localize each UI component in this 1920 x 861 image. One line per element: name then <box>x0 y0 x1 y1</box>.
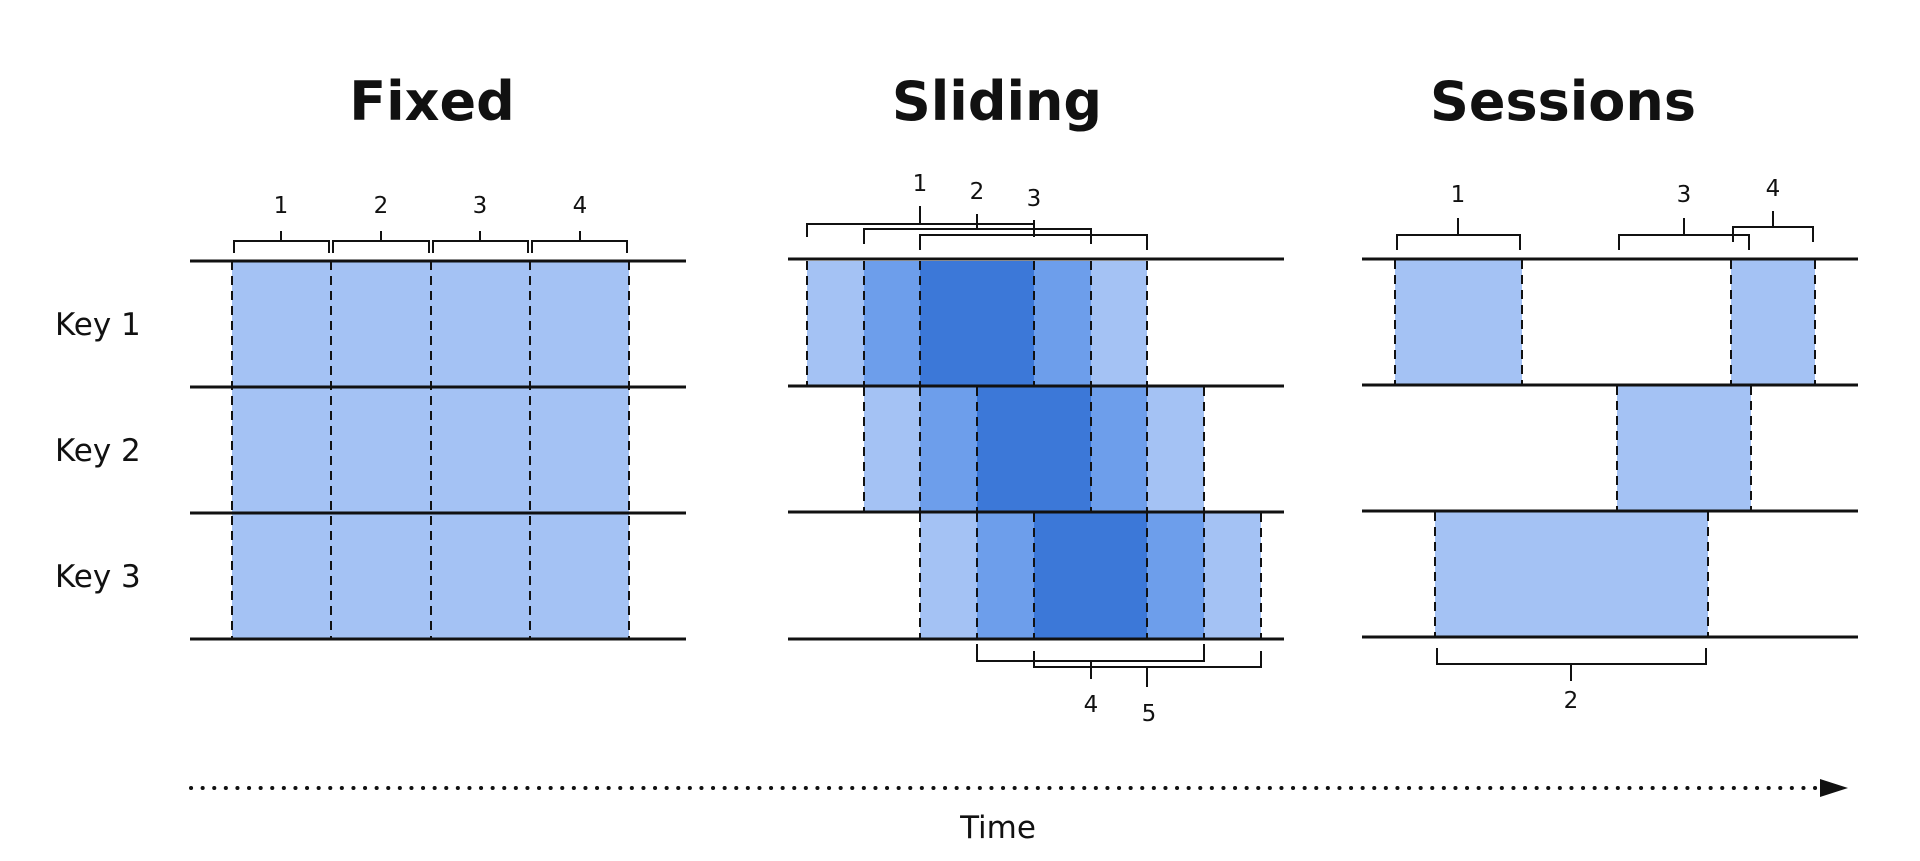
fixed-panel: 1 2 3 4 <box>190 193 686 641</box>
sliding-segment <box>864 387 920 512</box>
fixed-title: Fixed <box>349 70 515 133</box>
sliding-segment <box>1147 387 1204 512</box>
sliding-window-label-5: 5 <box>1142 701 1157 727</box>
sliding-fills <box>807 261 1261 638</box>
time-axis-label: Time <box>959 810 1036 846</box>
sliding-lanes <box>788 257 1284 641</box>
fixed-window-bracket <box>531 231 628 253</box>
time-axis: Time <box>189 779 1848 846</box>
sessions-title: Sessions <box>1430 70 1696 133</box>
sliding-title: Sliding <box>892 70 1102 133</box>
sessions-lanes <box>1362 257 1858 639</box>
sliding-segment <box>1091 261 1147 386</box>
sessions-boundaries <box>1394 260 1816 636</box>
key-3-label: Key 3 <box>55 559 141 595</box>
sliding-segment <box>1147 513 1204 638</box>
sliding-segment <box>920 261 1034 386</box>
sliding-window-label-2: 2 <box>970 179 985 205</box>
session-block <box>1731 260 1815 384</box>
sliding-segment <box>920 513 977 638</box>
fixed-window-bracket <box>432 231 529 253</box>
session-block <box>1395 260 1522 384</box>
sliding-brackets <box>806 206 1262 687</box>
sliding-segment <box>977 513 1034 638</box>
session-label-3: 3 <box>1677 182 1692 208</box>
fixed-window-label-3: 3 <box>473 193 488 219</box>
fixed-window-label-4: 4 <box>573 193 588 219</box>
session-bracket <box>1396 218 1521 250</box>
sliding-segment <box>1034 513 1147 638</box>
fixed-lanes <box>190 259 686 641</box>
sliding-window-bracket <box>863 214 1092 244</box>
fixed-window-label-1: 1 <box>274 193 289 219</box>
sliding-window-bracket <box>806 206 1035 237</box>
sliding-window-label-1: 1 <box>913 171 928 197</box>
session-block <box>1435 512 1708 636</box>
fixed-window-label-2: 2 <box>374 193 389 219</box>
sessions-panel: 1 2 3 4 <box>1362 176 1858 714</box>
session-label-2: 2 <box>1564 688 1579 714</box>
session-block <box>1617 386 1751 510</box>
sliding-window-label-4: 4 <box>1084 692 1099 718</box>
sliding-segment <box>1091 387 1147 512</box>
sessions-fills <box>1395 260 1815 636</box>
sliding-window-bracket <box>976 644 1205 679</box>
sliding-panel: 1 2 3 4 5 <box>788 171 1284 727</box>
sliding-window-bracket <box>1033 651 1262 687</box>
time-arrowhead <box>1820 779 1848 797</box>
session-bracket <box>1732 211 1814 242</box>
sliding-segment <box>864 261 920 386</box>
fixed-boundaries <box>231 261 630 639</box>
session-label-1: 1 <box>1451 182 1466 208</box>
sessions-brackets <box>1396 211 1814 681</box>
session-bracket <box>1436 648 1707 681</box>
fixed-brackets <box>233 231 628 253</box>
fixed-window-bracket <box>332 231 430 253</box>
sliding-segment <box>977 387 1091 512</box>
sliding-window-label-3: 3 <box>1027 186 1042 212</box>
key-2-label: Key 2 <box>55 433 141 469</box>
sliding-window-bracket <box>919 220 1148 250</box>
session-bracket <box>1618 218 1750 250</box>
sliding-segment <box>1034 261 1091 386</box>
key-1-label: Key 1 <box>55 307 141 343</box>
sliding-segment <box>1204 513 1261 638</box>
session-label-4: 4 <box>1766 176 1781 202</box>
sliding-boundaries <box>806 261 1262 639</box>
fixed-window-bracket <box>233 231 330 253</box>
sliding-segment <box>807 261 864 386</box>
sliding-segment <box>920 387 977 512</box>
